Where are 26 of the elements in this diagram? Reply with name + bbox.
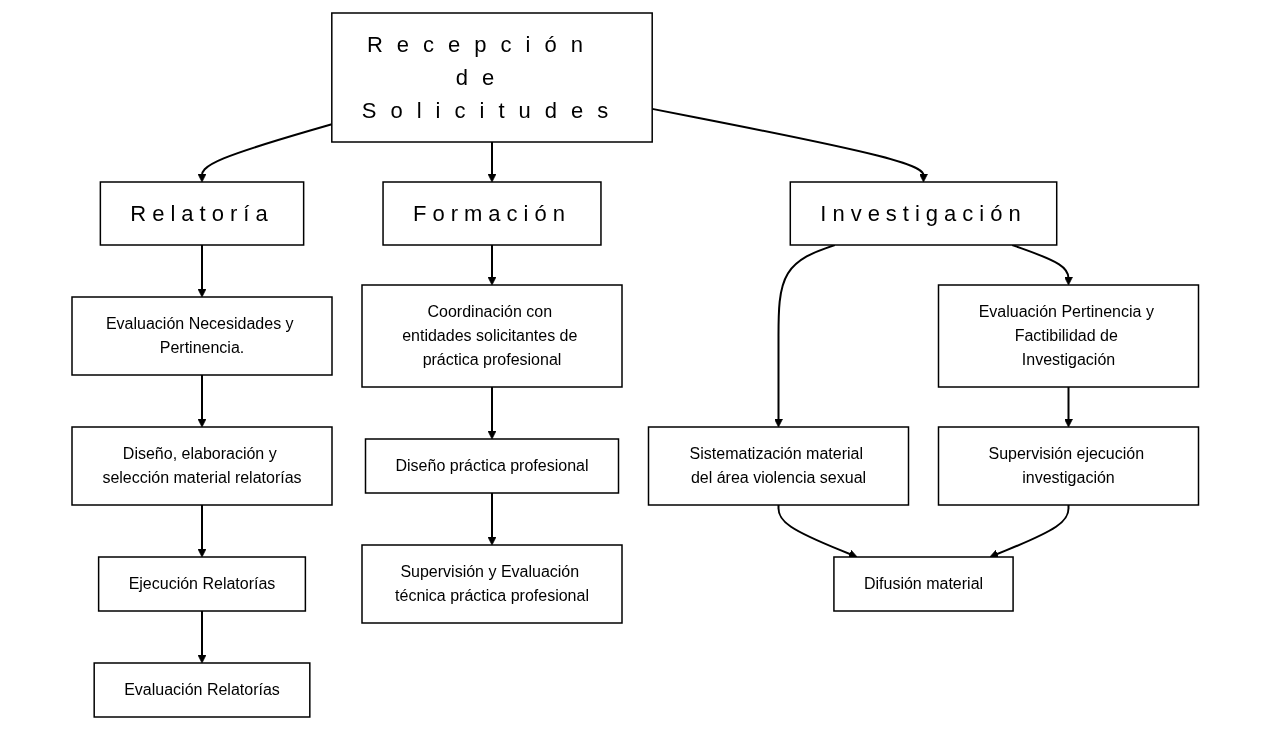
arrow	[777, 504, 858, 559]
arrow	[487, 386, 497, 440]
arrow	[197, 374, 207, 428]
arrow	[1063, 386, 1073, 428]
arrow	[197, 504, 207, 558]
node-box: Supervisión ejecución investigación	[937, 426, 1199, 506]
arrow	[487, 492, 497, 546]
arrow	[197, 610, 207, 664]
node-box: Diseño práctica profesional	[364, 438, 619, 494]
node-box: Difusión material	[832, 556, 1014, 612]
arrow	[989, 504, 1070, 559]
node-box: Coordinación con entidades solicitantes de práctica profesional	[361, 284, 623, 388]
node-box: Evaluación Relatorías	[93, 662, 311, 718]
arrow	[487, 141, 497, 183]
node-box: Formación	[382, 181, 602, 246]
node-box: Relatoría	[99, 181, 305, 246]
node-box: Diseño, elaboración y selección material relatorías	[71, 426, 333, 506]
arrow	[197, 244, 207, 298]
node-box: Recepción de Solicitudes	[330, 12, 653, 143]
node-box: Supervisión y Evaluación técnica práctica profesional	[361, 544, 623, 624]
node-box: Evaluación Pertinencia y Factibilidad de Investigación	[937, 284, 1199, 388]
node-box: Investigación	[789, 181, 1058, 246]
node-box: Ejecución Relatorías	[97, 556, 306, 612]
node-box: Evaluación Necesidades y Pertinencia.	[71, 296, 333, 376]
arrow	[487, 244, 497, 286]
node-box: Sistematización material del área violencia sexual	[647, 426, 909, 506]
